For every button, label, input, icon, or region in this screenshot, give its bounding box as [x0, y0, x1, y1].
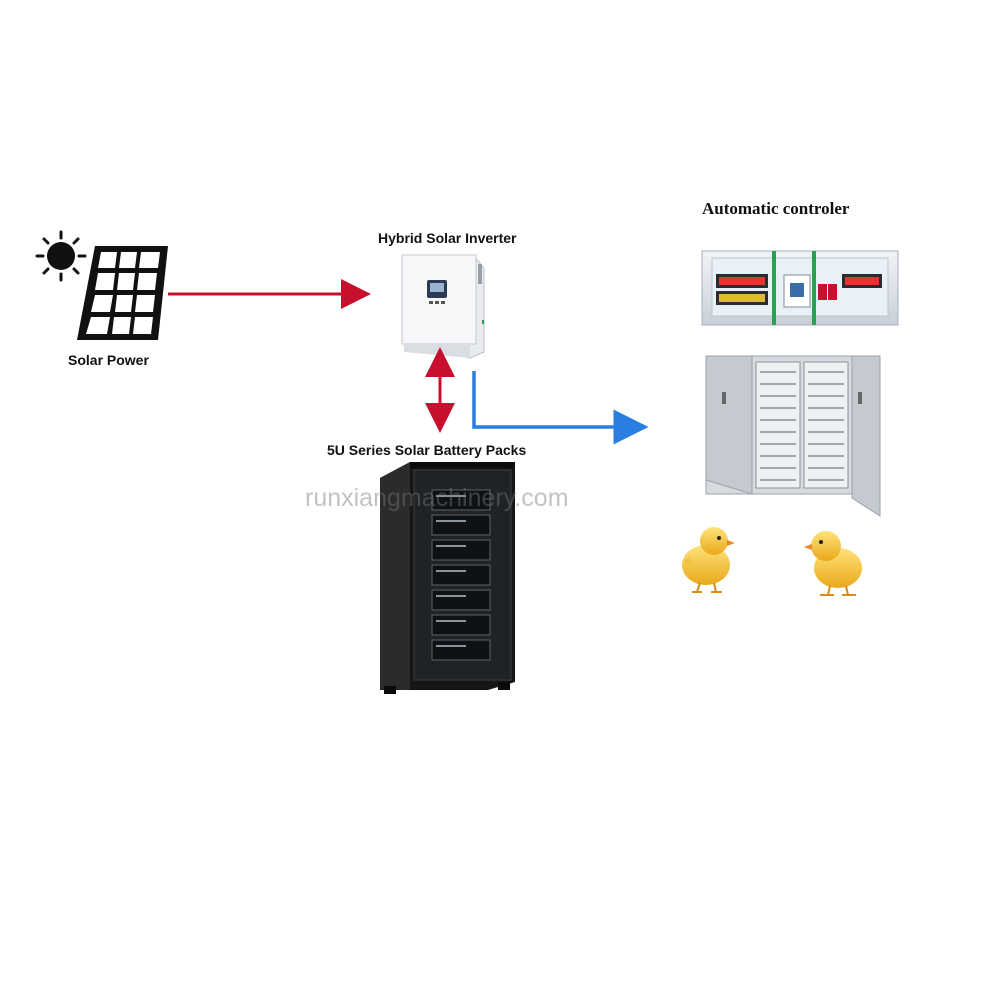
controller-label: Automatic controler	[702, 199, 850, 218]
chick-image	[804, 531, 862, 596]
sun-icon	[35, 230, 87, 282]
inverter-device	[401, 254, 485, 359]
controller-panel	[701, 250, 899, 326]
incubator-cabinet	[705, 355, 881, 517]
watermark-text: runxiangmachinery.com	[305, 484, 569, 512]
solar-panel-icon	[77, 246, 168, 340]
battery-label: 5U Series Solar Battery Packs	[327, 442, 527, 458]
solar-power-label: Solar Power	[68, 352, 149, 368]
inverter-to-incubator-arrow	[472, 371, 649, 445]
battery-rack	[380, 462, 515, 694]
chick-image	[682, 527, 735, 593]
inverter-label: Hybrid Solar Inverter	[378, 230, 517, 246]
